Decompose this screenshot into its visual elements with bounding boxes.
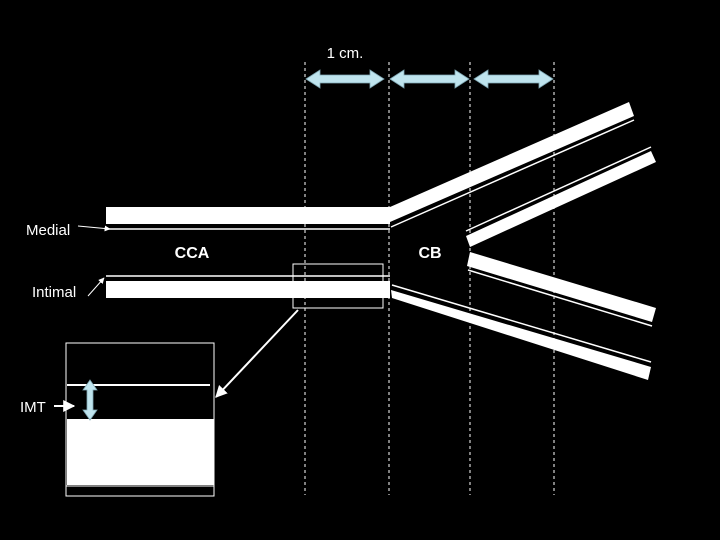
external-branch-upper-wall <box>390 102 634 222</box>
inset-media-wall <box>67 419 214 485</box>
segment-arrow-1 <box>305 69 385 89</box>
internal-branch-upper-line <box>467 269 653 327</box>
external-branch-lower-line <box>465 146 652 232</box>
cca-vessel <box>106 207 390 298</box>
medial-pointer-arrow <box>77 225 111 232</box>
imt-label: IMT <box>20 399 46 416</box>
zoom-region-box <box>292 263 384 309</box>
medial-label: Medial <box>26 222 70 239</box>
external-branch-lower-wall <box>466 151 656 247</box>
segment-arrow-3 <box>473 69 554 89</box>
segment-length-arrows <box>305 69 554 89</box>
internal-branch-upper-wall <box>467 252 656 322</box>
external-branch-upper-line <box>390 119 635 228</box>
segment-arrow-2 <box>389 69 470 89</box>
cb-label: CB <box>418 245 441 262</box>
cca-upper-wall <box>106 207 390 224</box>
zoom-callout-arrow <box>215 309 299 398</box>
internal-branch-lower-wall <box>391 290 651 380</box>
internal-branch-lower-line <box>391 284 652 363</box>
intimal-pointer-arrow <box>87 277 105 297</box>
scale-label: 1 cm. <box>327 45 364 62</box>
imt-measure-arrow <box>82 379 98 421</box>
cca-label: CCA <box>175 245 210 262</box>
cca-lower-wall <box>106 281 390 298</box>
magnified-inset <box>65 342 215 497</box>
intimal-label: Intimal <box>32 284 76 301</box>
bifurcation-branches <box>390 102 656 380</box>
